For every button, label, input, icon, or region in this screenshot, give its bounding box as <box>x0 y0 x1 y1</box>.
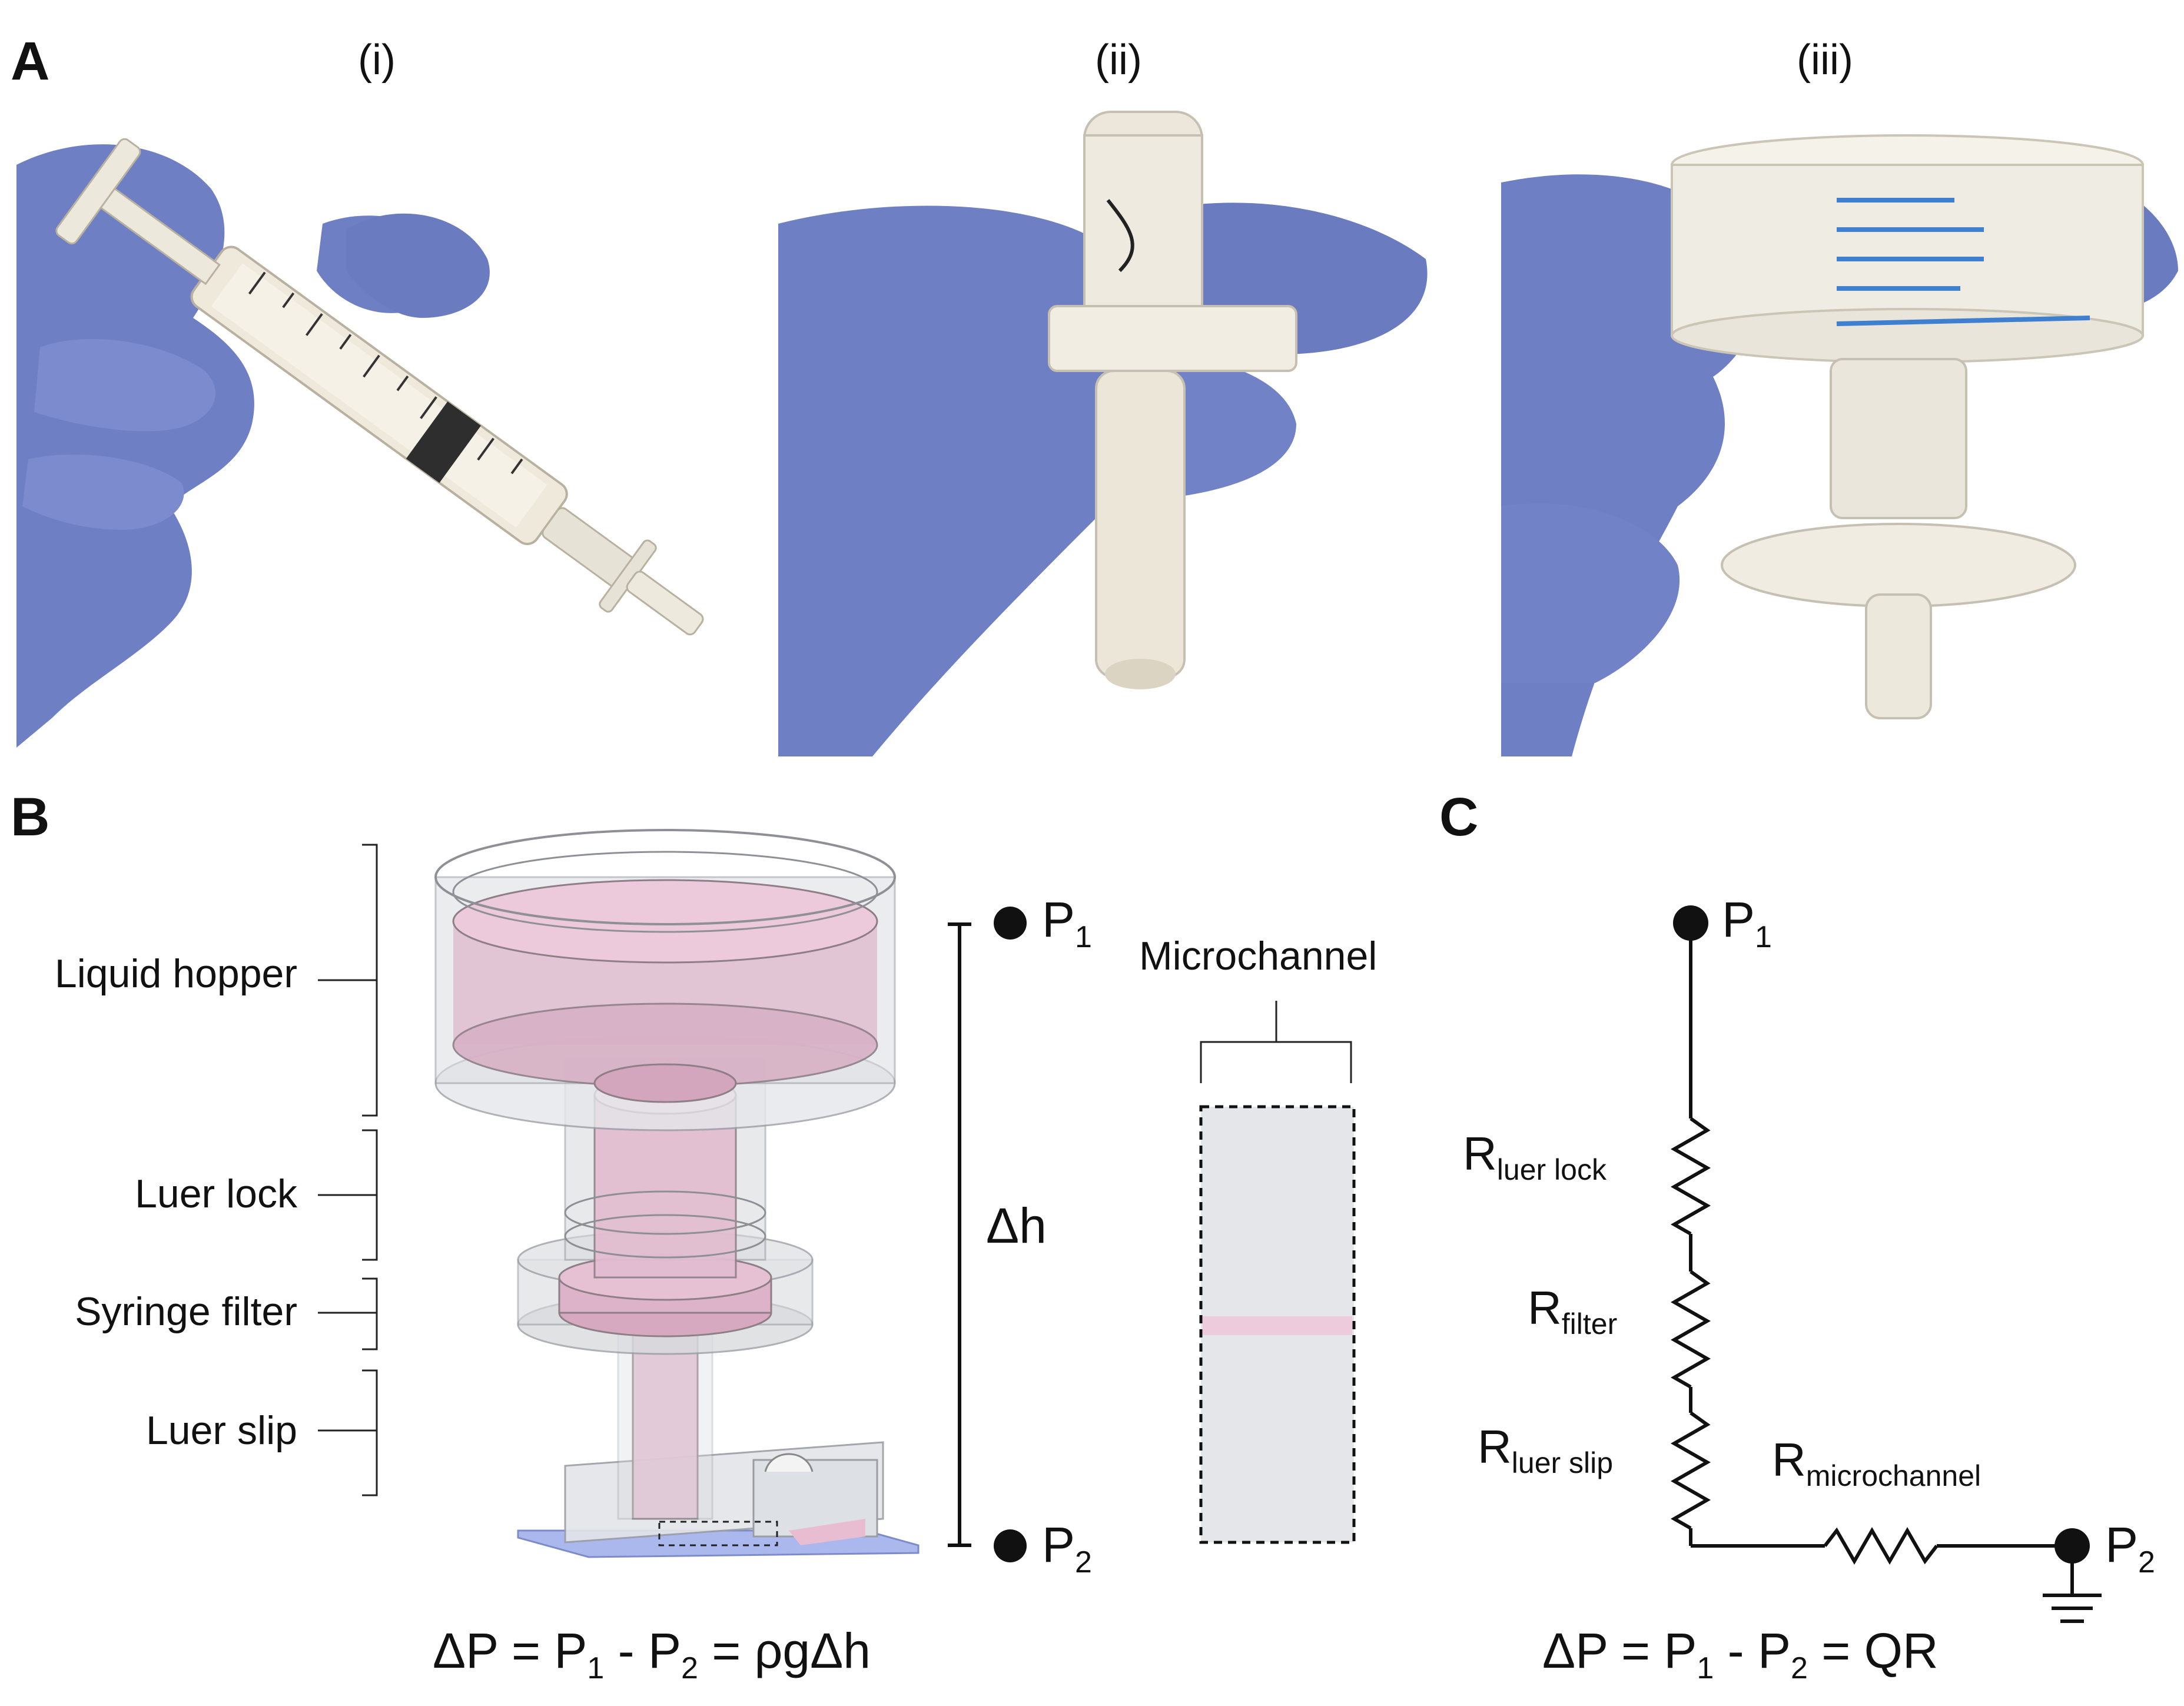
height-indicator <box>948 907 1027 1562</box>
equation-panel-c: ΔP = P1 - P2 = QR <box>1542 1623 1939 1685</box>
node-p1-dot <box>994 907 1027 940</box>
label-r-luer-lock: Rluer lock <box>1463 1127 1607 1186</box>
label-r-filter: Rfilter <box>1528 1282 1618 1340</box>
resistor-microchannel <box>1823 1526 1939 1565</box>
label-syringe-filter: Syringe filter <box>75 1289 297 1334</box>
label-p1-panel-c: P1 <box>1722 892 1772 954</box>
label-p1-panel-b: P1 <box>1042 892 1092 954</box>
microchannel-detail <box>1199 1001 1356 1544</box>
node-p2-dot <box>994 1529 1027 1562</box>
node-p1-circuit-dot <box>1673 905 1708 941</box>
label-p2-panel-b: P2 <box>1042 1517 1092 1579</box>
sub-label-iii: (iii) <box>1797 36 1853 84</box>
device-side-illustration <box>778 111 1428 756</box>
panel-letter-a: A <box>11 31 50 91</box>
resistor-luer-lock <box>1670 1117 1711 1236</box>
label-luer-lock: Luer lock <box>135 1171 297 1216</box>
photo-syringe <box>16 94 735 748</box>
syringe-illustration <box>16 138 704 748</box>
label-r-microchannel: Rmicrochannel <box>1772 1433 1981 1492</box>
device-render <box>434 829 920 1558</box>
equation-panel-b: ΔP = P1 - P2 = ρgΔh <box>433 1623 871 1685</box>
resistor-luer-slip <box>1670 1411 1711 1530</box>
sub-label-ii: (ii) <box>1095 36 1142 84</box>
resistor-filter <box>1670 1270 1711 1389</box>
photo-device-side <box>778 94 1438 756</box>
node-p2-circuit-dot <box>2054 1528 2090 1564</box>
panel-letter-c: C <box>1439 787 1479 847</box>
label-delta-h: Δh <box>986 1198 1047 1253</box>
part-brackets <box>318 844 378 1496</box>
label-p2-panel-c: P2 <box>2105 1517 2155 1579</box>
panel-letter-b: B <box>11 787 50 847</box>
sub-label-i: (i) <box>358 36 396 84</box>
photo-hopper-assembly <box>1501 94 2184 756</box>
label-liquid-hopper: Liquid hopper <box>54 951 297 996</box>
label-r-luer-slip: Rluer slip <box>1478 1420 1614 1479</box>
label-microchannel: Microchannel <box>1139 934 1378 978</box>
label-luer-slip: Luer slip <box>145 1408 297 1453</box>
hopper-assembly-illustration <box>1501 134 2178 756</box>
